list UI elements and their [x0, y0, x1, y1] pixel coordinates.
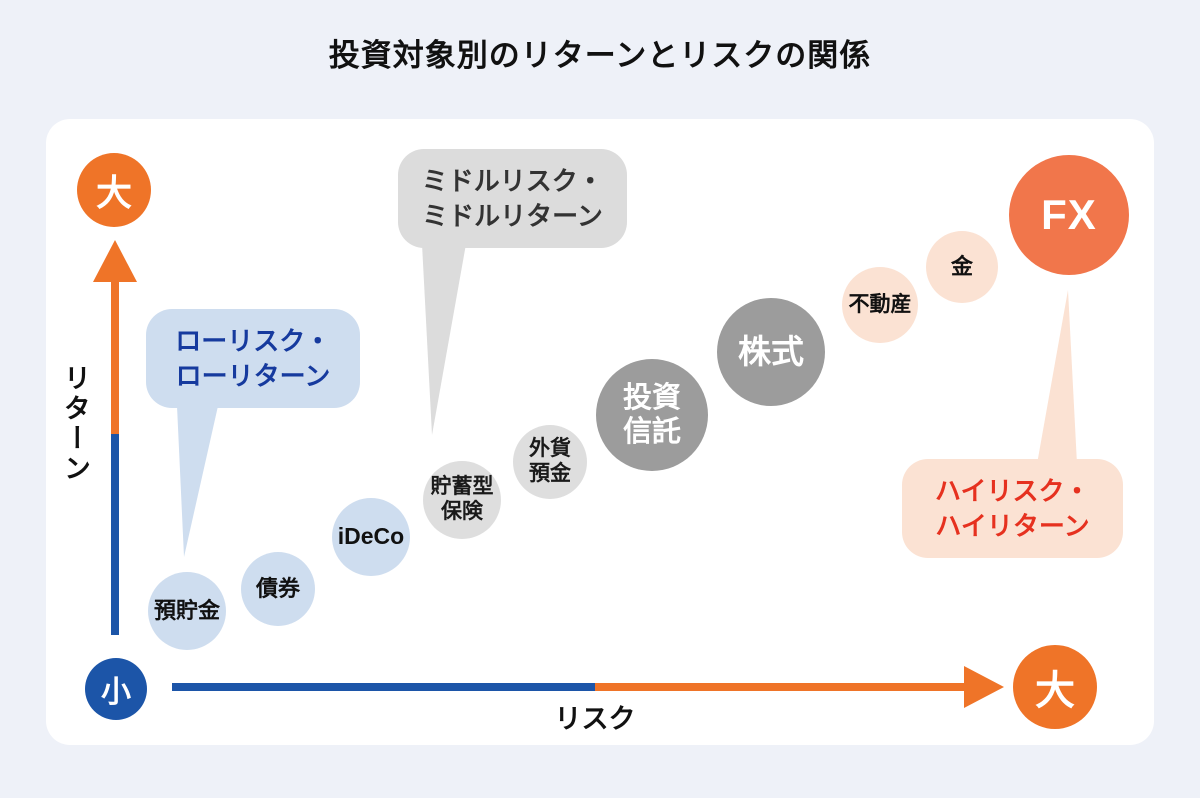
item-real-estate: 不動産: [842, 267, 918, 343]
item-stocks-label: 株式: [738, 332, 804, 370]
item-bonds-label: 債券: [255, 576, 300, 602]
callout-high-line1: ハイリスク・: [935, 476, 1090, 507]
item-deposits-label: 預貯金: [153, 598, 220, 624]
item-foreign-currency-deposit: 外貨 預金: [513, 425, 587, 499]
y-axis-max-label: 大: [95, 172, 132, 213]
item-real-estate-label: 不動産: [848, 292, 912, 316]
x-axis-max-badge: 大: [1013, 645, 1097, 729]
y-axis-upper-segment: [111, 278, 119, 434]
item-savings-insurance-label: 貯蓄型: [430, 475, 494, 499]
callout-middle-risk: ミドルリスク・ ミドルリターン: [398, 149, 627, 248]
y-axis-max-badge: 大: [77, 153, 151, 227]
x-axis-max-label: 大: [1035, 669, 1075, 713]
callout-low-line1: ローリスク・: [175, 326, 331, 357]
item-foreign-currency-deposit-label: 外貨: [529, 437, 571, 461]
item-fx: FX: [1009, 155, 1129, 275]
item-ideco: iDeCo: [332, 498, 410, 576]
item-investment-trust: 投資 信託: [596, 359, 708, 471]
callout-low-line2: ローリターン: [175, 360, 331, 391]
callout-mid-line1: ミドルリスク・: [421, 166, 604, 197]
item-investment-trust-label: 投資: [622, 381, 681, 414]
item-stocks: 株式: [717, 298, 825, 406]
axis-origin-label: 小: [101, 676, 131, 709]
chart-title: 投資対象別のリターンとリスクの関係: [328, 38, 872, 73]
callout-mid-line2: ミドルリターン: [422, 200, 603, 231]
item-gold-label: 金: [950, 254, 973, 280]
x-axis-title: リスク: [554, 704, 636, 734]
y-axis-title: リターン: [60, 364, 90, 484]
axis-origin-badge: 小: [85, 658, 147, 720]
item-ideco-label: iDeCo: [337, 523, 405, 550]
item-deposits: 預貯金: [148, 572, 226, 650]
item-gold: 金: [926, 231, 998, 303]
item-fx-label: FX: [1041, 191, 1097, 239]
item-bonds: 債券: [241, 552, 315, 626]
callout-low-risk: ローリスク・ ローリターン: [146, 309, 360, 408]
x-axis-left-segment: [172, 683, 595, 691]
callout-high-risk: ハイリスク・ ハイリターン: [902, 459, 1123, 558]
x-axis-right-segment: [595, 683, 965, 691]
item-savings-insurance: 貯蓄型 保険: [423, 461, 501, 539]
y-axis-lower-segment: [111, 434, 119, 635]
callout-high-line2: ハイリターン: [935, 510, 1090, 541]
